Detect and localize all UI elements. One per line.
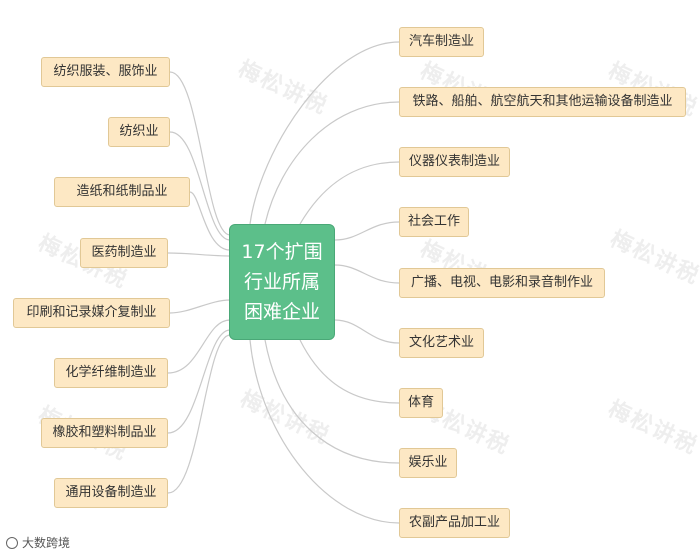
left-node: 橡胶和塑料制品业 bbox=[41, 418, 168, 448]
left-node: 化学纤维制造业 bbox=[54, 358, 168, 388]
center-line: 困难企业 bbox=[243, 301, 320, 323]
connector-right-8 bbox=[264, 339, 400, 464]
left-node: 医药制造业 bbox=[80, 238, 168, 268]
connector-left-2 bbox=[169, 131, 231, 241]
center-node: 17个扩围 行业所属 困难企业 bbox=[229, 224, 335, 340]
connector-left-5 bbox=[169, 299, 231, 314]
left-node: 造纸和纸制品业 bbox=[54, 177, 190, 207]
source-label: 大数跨境 bbox=[22, 536, 71, 550]
connector-left-7 bbox=[167, 329, 231, 434]
connector-right-3 bbox=[299, 161, 400, 225]
connector-right-4 bbox=[334, 221, 400, 241]
right-node: 铁路、船舶、航空航天和其他运输设备制造业 bbox=[399, 87, 686, 117]
connector-left-8 bbox=[167, 334, 231, 494]
connector-right-6 bbox=[334, 319, 400, 344]
connector-right-5 bbox=[334, 264, 400, 284]
right-node: 农副产品加工业 bbox=[399, 508, 510, 538]
connector-left-3 bbox=[189, 191, 231, 251]
connector-lines bbox=[167, 41, 400, 524]
center-line: 行业所属 bbox=[243, 271, 320, 293]
connector-left-6 bbox=[167, 319, 231, 374]
right-node: 汽车制造业 bbox=[399, 27, 484, 57]
left-node: 纺织服装、服饰业 bbox=[41, 57, 170, 87]
source-footer: 大数跨境 bbox=[6, 534, 70, 551]
right-node: 社会工作 bbox=[399, 207, 469, 237]
connector-right-2 bbox=[264, 101, 400, 225]
connector-right-9 bbox=[249, 339, 400, 524]
right-node: 文化艺术业 bbox=[399, 328, 484, 358]
connector-left-4 bbox=[167, 252, 231, 257]
right-node: 广播、电视、电影和录音制作业 bbox=[399, 268, 605, 298]
connector-right-1 bbox=[249, 41, 400, 225]
left-node: 印刷和记录媒介复制业 bbox=[13, 298, 170, 328]
right-node: 娱乐业 bbox=[399, 448, 457, 478]
connector-left-1 bbox=[169, 71, 231, 236]
source-logo-icon bbox=[6, 536, 18, 549]
center-line: 17个扩围 bbox=[241, 241, 323, 263]
right-node: 仪器仪表制造业 bbox=[399, 147, 510, 177]
connector-right-7 bbox=[299, 339, 400, 404]
right-node: 体育 bbox=[399, 388, 443, 418]
left-node: 纺织业 bbox=[108, 117, 170, 147]
left-node: 通用设备制造业 bbox=[54, 478, 168, 508]
